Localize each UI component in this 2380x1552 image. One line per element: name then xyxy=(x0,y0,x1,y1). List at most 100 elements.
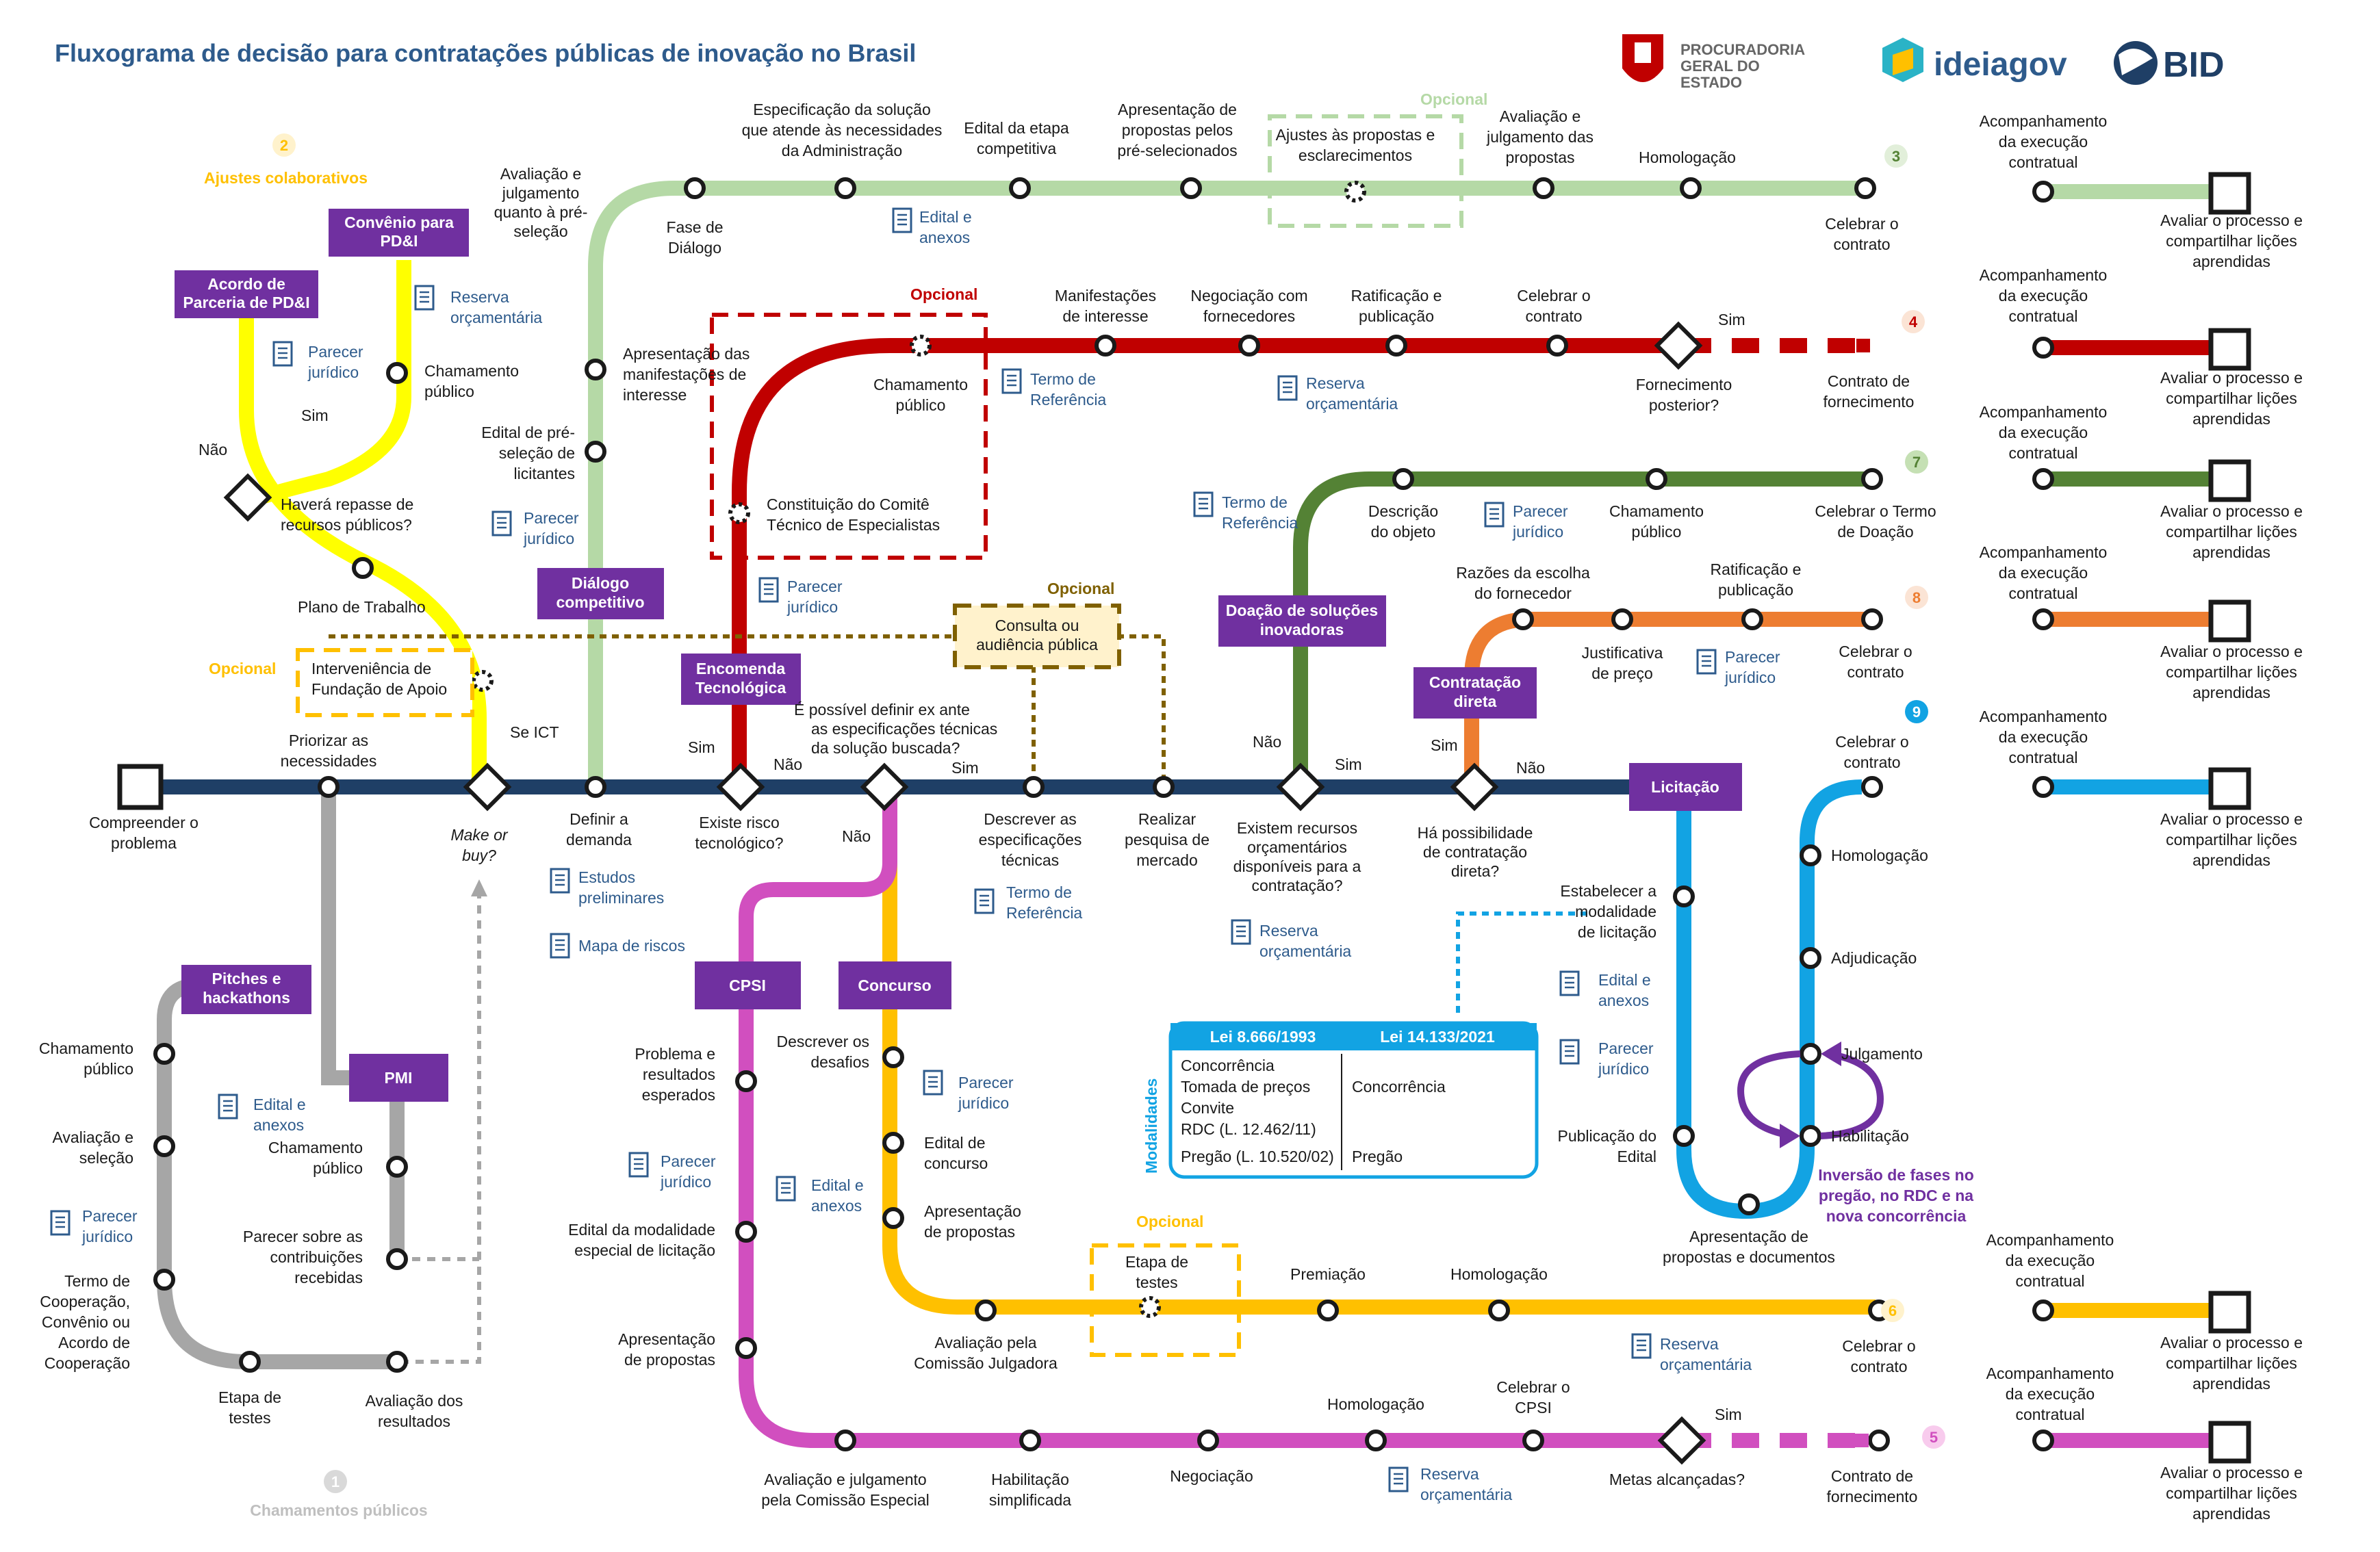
svg-text:de propostas: de propostas xyxy=(924,1223,1015,1241)
svg-text:RDC (L. 12.462/11): RDC (L. 12.462/11) xyxy=(1181,1120,1316,1138)
avaliar-label: Avaliar o processo e xyxy=(2160,369,2303,387)
svg-text:Sim: Sim xyxy=(301,406,329,424)
acompanhamento-label: Acompanhamento xyxy=(1986,1231,2114,1249)
acompanhamento-label: contratual xyxy=(2015,1406,2084,1423)
svg-text:9: 9 xyxy=(1912,703,1921,721)
svg-text:propostas e documentos: propostas e documentos xyxy=(1663,1248,1835,1266)
svg-text:Diálogo: Diálogo xyxy=(572,574,629,592)
svg-text:de Doação: de Doação xyxy=(1837,523,1913,541)
svg-text:Edital e: Edital e xyxy=(919,208,972,226)
svg-text:5: 5 xyxy=(1930,1429,1938,1446)
svg-text:Mapa de riscos: Mapa de riscos xyxy=(578,937,685,955)
svg-text:Justificativa: Justificativa xyxy=(1582,644,1663,662)
svg-text:Contrato de: Contrato de xyxy=(1831,1467,1913,1485)
svg-text:Se ICT: Se ICT xyxy=(510,723,559,741)
svg-text:Sim: Sim xyxy=(951,759,979,777)
optional-box-fundacao xyxy=(296,648,474,717)
arrow-up-icon xyxy=(471,879,487,896)
svg-text:Plano de Trabalho: Plano de Trabalho xyxy=(298,598,426,616)
svg-text:4: 4 xyxy=(1909,313,1918,331)
svg-text:Reserva: Reserva xyxy=(1420,1465,1479,1483)
svg-text:Acordo de: Acordo de xyxy=(207,275,285,293)
avaliar-label: aprendidas xyxy=(2192,543,2270,561)
svg-text:do fornecedor: do fornecedor xyxy=(1474,584,1572,602)
svg-text:Publicação do: Publicação do xyxy=(1558,1127,1657,1145)
labels: Compreender o problema Priorizar as nece… xyxy=(39,90,1974,1519)
acompanhamento-label: Acompanhamento xyxy=(1980,543,2108,561)
svg-text:Opcional: Opcional xyxy=(1420,90,1487,108)
svg-text:Concurso: Concurso xyxy=(858,977,931,994)
optional-stations xyxy=(472,181,1366,1318)
arrow-left-icon xyxy=(1821,1042,1841,1066)
svg-text:Avaliação dos: Avaliação dos xyxy=(366,1392,463,1410)
avaliar-label: compartilhar lições xyxy=(2166,389,2297,407)
svg-text:publicação: publicação xyxy=(1718,581,1793,599)
end-square xyxy=(2208,459,2251,502)
svg-text:Chamamentos públicos: Chamamentos públicos xyxy=(250,1501,427,1519)
svg-text:Parecer: Parecer xyxy=(308,343,363,361)
svg-text:Apresentação: Apresentação xyxy=(924,1202,1021,1220)
svg-text:orçamentária: orçamentária xyxy=(450,309,542,326)
svg-text:Celebrar o: Celebrar o xyxy=(1839,643,1912,660)
svg-text:Negociação: Negociação xyxy=(1170,1467,1253,1485)
optional-box-ajustes xyxy=(1268,114,1463,228)
line-1-pitches xyxy=(157,978,400,1369)
svg-text:Lei 14.133/2021: Lei 14.133/2021 xyxy=(1380,1028,1495,1046)
svg-text:Opcional: Opcional xyxy=(910,285,977,303)
svg-text:Opcional: Opcional xyxy=(1136,1213,1203,1230)
svg-text:público: público xyxy=(896,396,946,414)
acompanhamento-label: da execução xyxy=(1999,728,2088,746)
end-square xyxy=(2208,172,2251,215)
svg-text:pré-selecionados: pré-selecionados xyxy=(1117,142,1237,159)
svg-text:BID: BID xyxy=(2163,45,2225,85)
svg-text:Negociação com: Negociação com xyxy=(1190,287,1307,305)
svg-text:Fundação de Apoio: Fundação de Apoio xyxy=(311,680,447,698)
svg-text:julgamento das: julgamento das xyxy=(1486,128,1594,146)
svg-text:Priorizar as: Priorizar as xyxy=(289,732,368,749)
svg-text:Premiação: Premiação xyxy=(1290,1265,1366,1283)
svg-text:orçamentária: orçamentária xyxy=(1306,395,1398,413)
svg-text:8: 8 xyxy=(1912,589,1921,606)
svg-text:Metas alcançadas?: Metas alcançadas? xyxy=(1609,1471,1745,1488)
inversion-arrows xyxy=(1737,1050,1884,1139)
svg-text:resultados: resultados xyxy=(643,1065,715,1083)
svg-text:Sim: Sim xyxy=(1335,755,1362,773)
svg-text:Chamamento: Chamamento xyxy=(424,362,519,380)
acompanhamento-label: da execução xyxy=(2006,1252,2095,1269)
svg-text:disponíveis para a: disponíveis para a xyxy=(1233,857,1361,875)
svg-text:Tecnológica: Tecnológica xyxy=(695,679,786,697)
svg-text:Concorrência: Concorrência xyxy=(1181,1057,1275,1074)
svg-text:GERAL DO: GERAL DO xyxy=(1680,57,1760,75)
svg-text:simplificada: simplificada xyxy=(989,1491,1071,1509)
svg-text:propostas: propostas xyxy=(1505,148,1574,166)
svg-text:Edital e: Edital e xyxy=(811,1176,864,1194)
svg-text:Celebrar o: Celebrar o xyxy=(1842,1337,1915,1355)
svg-text:Adjudicação: Adjudicação xyxy=(1831,949,1917,967)
svg-text:Inversão de fases no: Inversão de fases no xyxy=(1818,1166,1974,1184)
svg-text:Chamamento: Chamamento xyxy=(268,1139,363,1156)
purple-boxes: Acordo de Parceria de PD&I Convênio para… xyxy=(175,209,1742,1102)
page-title: Fluxograma de decisão para contratações … xyxy=(55,39,916,67)
svg-text:direta?: direta? xyxy=(1451,862,1499,880)
svg-text:julgamento: julgamento xyxy=(502,184,580,202)
avaliar-label: Avaliar o processo e xyxy=(2160,643,2303,660)
svg-text:Acordo de: Acordo de xyxy=(58,1334,130,1351)
svg-text:Doação de soluções: Doação de soluções xyxy=(1226,602,1378,619)
svg-text:demanda: demanda xyxy=(566,831,632,849)
avaliar-label: aprendidas xyxy=(2192,1505,2270,1523)
svg-text:preliminares: preliminares xyxy=(578,889,664,907)
svg-text:Opcional: Opcional xyxy=(1047,580,1114,597)
svg-text:Apresentação de: Apresentação de xyxy=(1118,101,1237,118)
svg-text:público: público xyxy=(84,1060,133,1078)
svg-text:Parecer: Parecer xyxy=(524,509,579,527)
avaliar-label: aprendidas xyxy=(2192,684,2270,701)
modalidades-table: Lei 8.666/1993 Lei 14.133/2021 Concorrên… xyxy=(1142,1021,1539,1179)
svg-text:orçamentária: orçamentária xyxy=(1259,942,1351,960)
svg-text:contrato: contrato xyxy=(1833,235,1890,253)
svg-text:problema: problema xyxy=(111,834,177,852)
svg-text:Parecer: Parecer xyxy=(958,1074,1014,1091)
svg-text:testes: testes xyxy=(1136,1273,1177,1291)
line-6-concurso xyxy=(882,784,1876,1315)
svg-text:Realizar: Realizar xyxy=(1138,810,1197,828)
